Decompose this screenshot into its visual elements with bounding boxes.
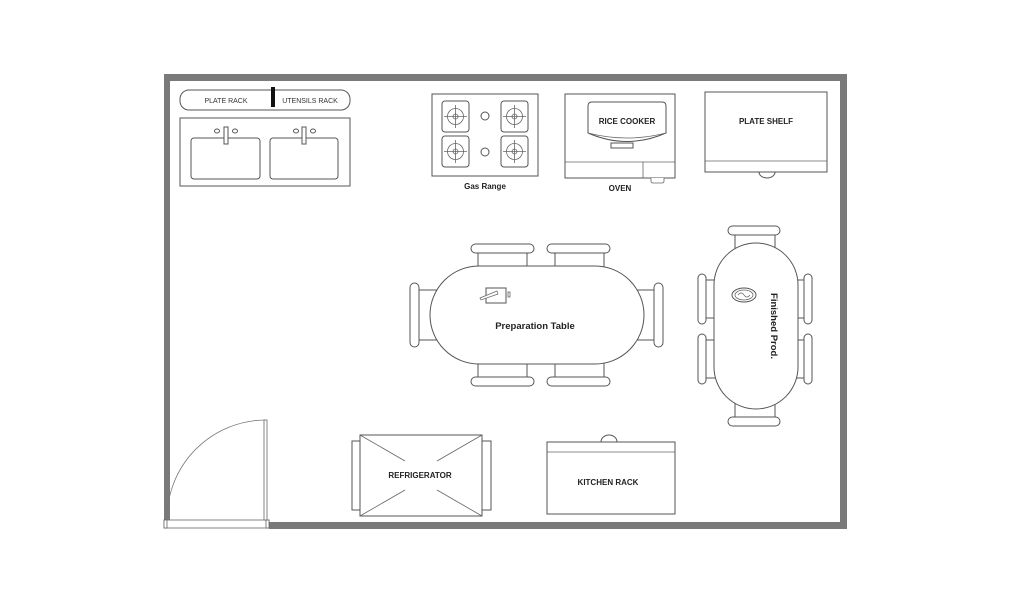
entry-door[interactable] <box>166 419 268 521</box>
plate-icon <box>731 287 757 303</box>
knob-bottom-icon <box>480 147 490 157</box>
finished-prod-label: Finished Prod. <box>768 293 779 359</box>
plate-shelf: PLATE SHELF <box>704 91 828 179</box>
wall-left <box>164 74 170 522</box>
rice-cooker-base <box>610 142 634 149</box>
rice-cooker: RICE COOKER <box>587 101 667 149</box>
cutting-board-icon <box>479 287 511 304</box>
refrigerator-label: REFRIGERATOR <box>388 471 451 480</box>
plate-shelf-body <box>704 91 828 173</box>
door-swing-arc <box>166 419 266 521</box>
refrigerator: REFRIGERATOR <box>351 434 492 517</box>
oven-handle-icon <box>650 178 665 184</box>
faucet-left-icon <box>223 126 229 145</box>
gas-range-label: Gas Range <box>464 182 506 191</box>
refrigerator-body <box>359 434 483 517</box>
wall-top <box>164 74 847 81</box>
wall-right <box>840 74 847 529</box>
faucet-right-icon <box>301 126 307 145</box>
kitchen-rack-body <box>546 441 676 515</box>
chair-top-left <box>470 243 535 269</box>
rice-cooker-body <box>587 101 667 142</box>
kitchen-rack-label: KITCHEN RACK <box>578 478 639 487</box>
plate-utensils-rack: PLATE RACK UTENSILS RACK <box>179 87 351 111</box>
walls <box>163 74 847 529</box>
double-sink <box>179 117 351 187</box>
refrigerator-door-right <box>481 440 492 511</box>
kitchen-rack: KITCHEN RACK <box>546 434 676 515</box>
burner-top-right-icon <box>500 100 529 133</box>
wall-bottom <box>269 522 847 529</box>
door-threshold <box>163 519 270 529</box>
plate-shelf-handle-icon <box>758 171 776 179</box>
burner-top-left-icon <box>441 100 470 133</box>
preparation-table-top <box>429 265 645 365</box>
chair-bottom-right <box>546 361 611 387</box>
door-leaf <box>263 419 268 521</box>
finished-product-table-top <box>713 242 799 410</box>
finished-product-table: Finished Prod. <box>697 225 813 427</box>
rack-outline <box>179 89 351 111</box>
oven-label: OVEN <box>609 184 632 193</box>
preparation-table-label: Preparation Table <box>495 321 575 332</box>
kitchen-rack-handle-icon <box>600 434 618 443</box>
chair-top-right <box>546 243 611 269</box>
knob-top-icon <box>480 111 490 121</box>
plate-rack-label: PLATE RACK <box>204 98 247 105</box>
rack-divider <box>271 87 275 107</box>
rice-cooker-label: RICE COOKER <box>599 117 656 126</box>
gas-range: Gas Range <box>431 93 539 191</box>
chair-bottom-left <box>470 361 535 387</box>
plate-shelf-label: PLATE SHELF <box>739 117 793 126</box>
utensils-rack-label: UTENSILS RACK <box>282 98 338 105</box>
burner-bottom-left-icon <box>441 135 470 168</box>
burner-bottom-right-icon <box>500 135 529 168</box>
preparation-table: Preparation Table <box>409 243 664 387</box>
